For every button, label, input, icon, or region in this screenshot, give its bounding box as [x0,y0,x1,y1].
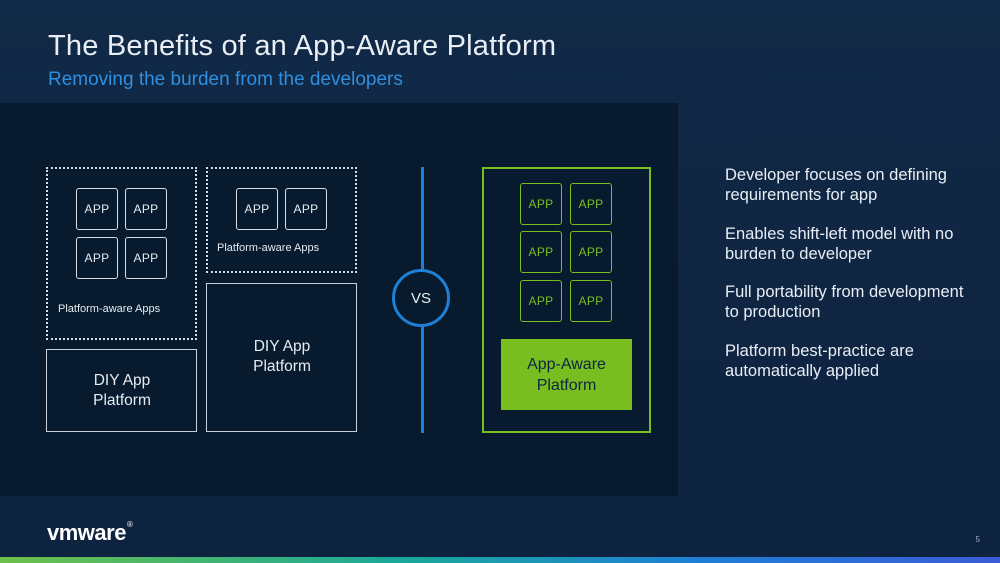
diy-app-platform-box-1 [46,349,197,432]
vmware-logo: vmware® [47,520,133,546]
platform-aware-apps-label-1: Platform-aware Apps [58,303,161,315]
app-tile: APP [570,280,612,322]
app-tile: APP [570,183,612,225]
diy-app-platform-box-2 [206,283,357,432]
registered-mark: ® [126,520,133,529]
app-aware-platform-frame [482,167,651,433]
app-tile: APP [285,188,327,230]
app-aware-platform-label: App-Aware Platform [527,355,606,394]
app-tile: APP [520,183,562,225]
platform-aware-apps-label-2: Platform-aware Apps [217,242,320,254]
app-tile: APP [125,188,167,230]
app-tile: APP [76,188,118,230]
app-tile: APP [125,237,167,279]
app-tile: APP [570,231,612,273]
platform-aware-apps-box-2 [206,167,357,273]
page-number: 5 [975,535,980,544]
brand-gradient-bar [0,557,1000,563]
vmware-logo-text: vmware [47,520,126,545]
vs-divider-line-top [421,167,424,271]
benefits-list: Developer focuses on defining requiremen… [725,165,975,399]
benefit-item: Developer focuses on defining requiremen… [725,166,947,204]
benefit-item: Full portability from development to pro… [725,283,964,321]
app-tile: APP [520,231,562,273]
app-tile: APP [76,237,118,279]
platform-aware-apps-box-1 [46,167,197,340]
benefit-item: Platform best-practice are automatically… [725,341,914,380]
app-tile: APP [520,280,562,322]
vs-badge: VS [392,269,450,327]
diy-app-platform-label-2: DIY App Platform [253,338,311,375]
benefit-item: Enables shift-left model with no burden … [725,224,954,263]
vs-divider-line-bottom [421,325,424,433]
diy-app-platform-label-1: DIY App Platform [93,372,151,409]
slide-title: The Benefits of an App-Aware Platform [48,30,557,62]
app-aware-platform-block: App-Aware Platform [501,339,632,410]
app-tile: APP [236,188,278,230]
slide-subtitle: Removing the burden from the developers [48,69,403,90]
